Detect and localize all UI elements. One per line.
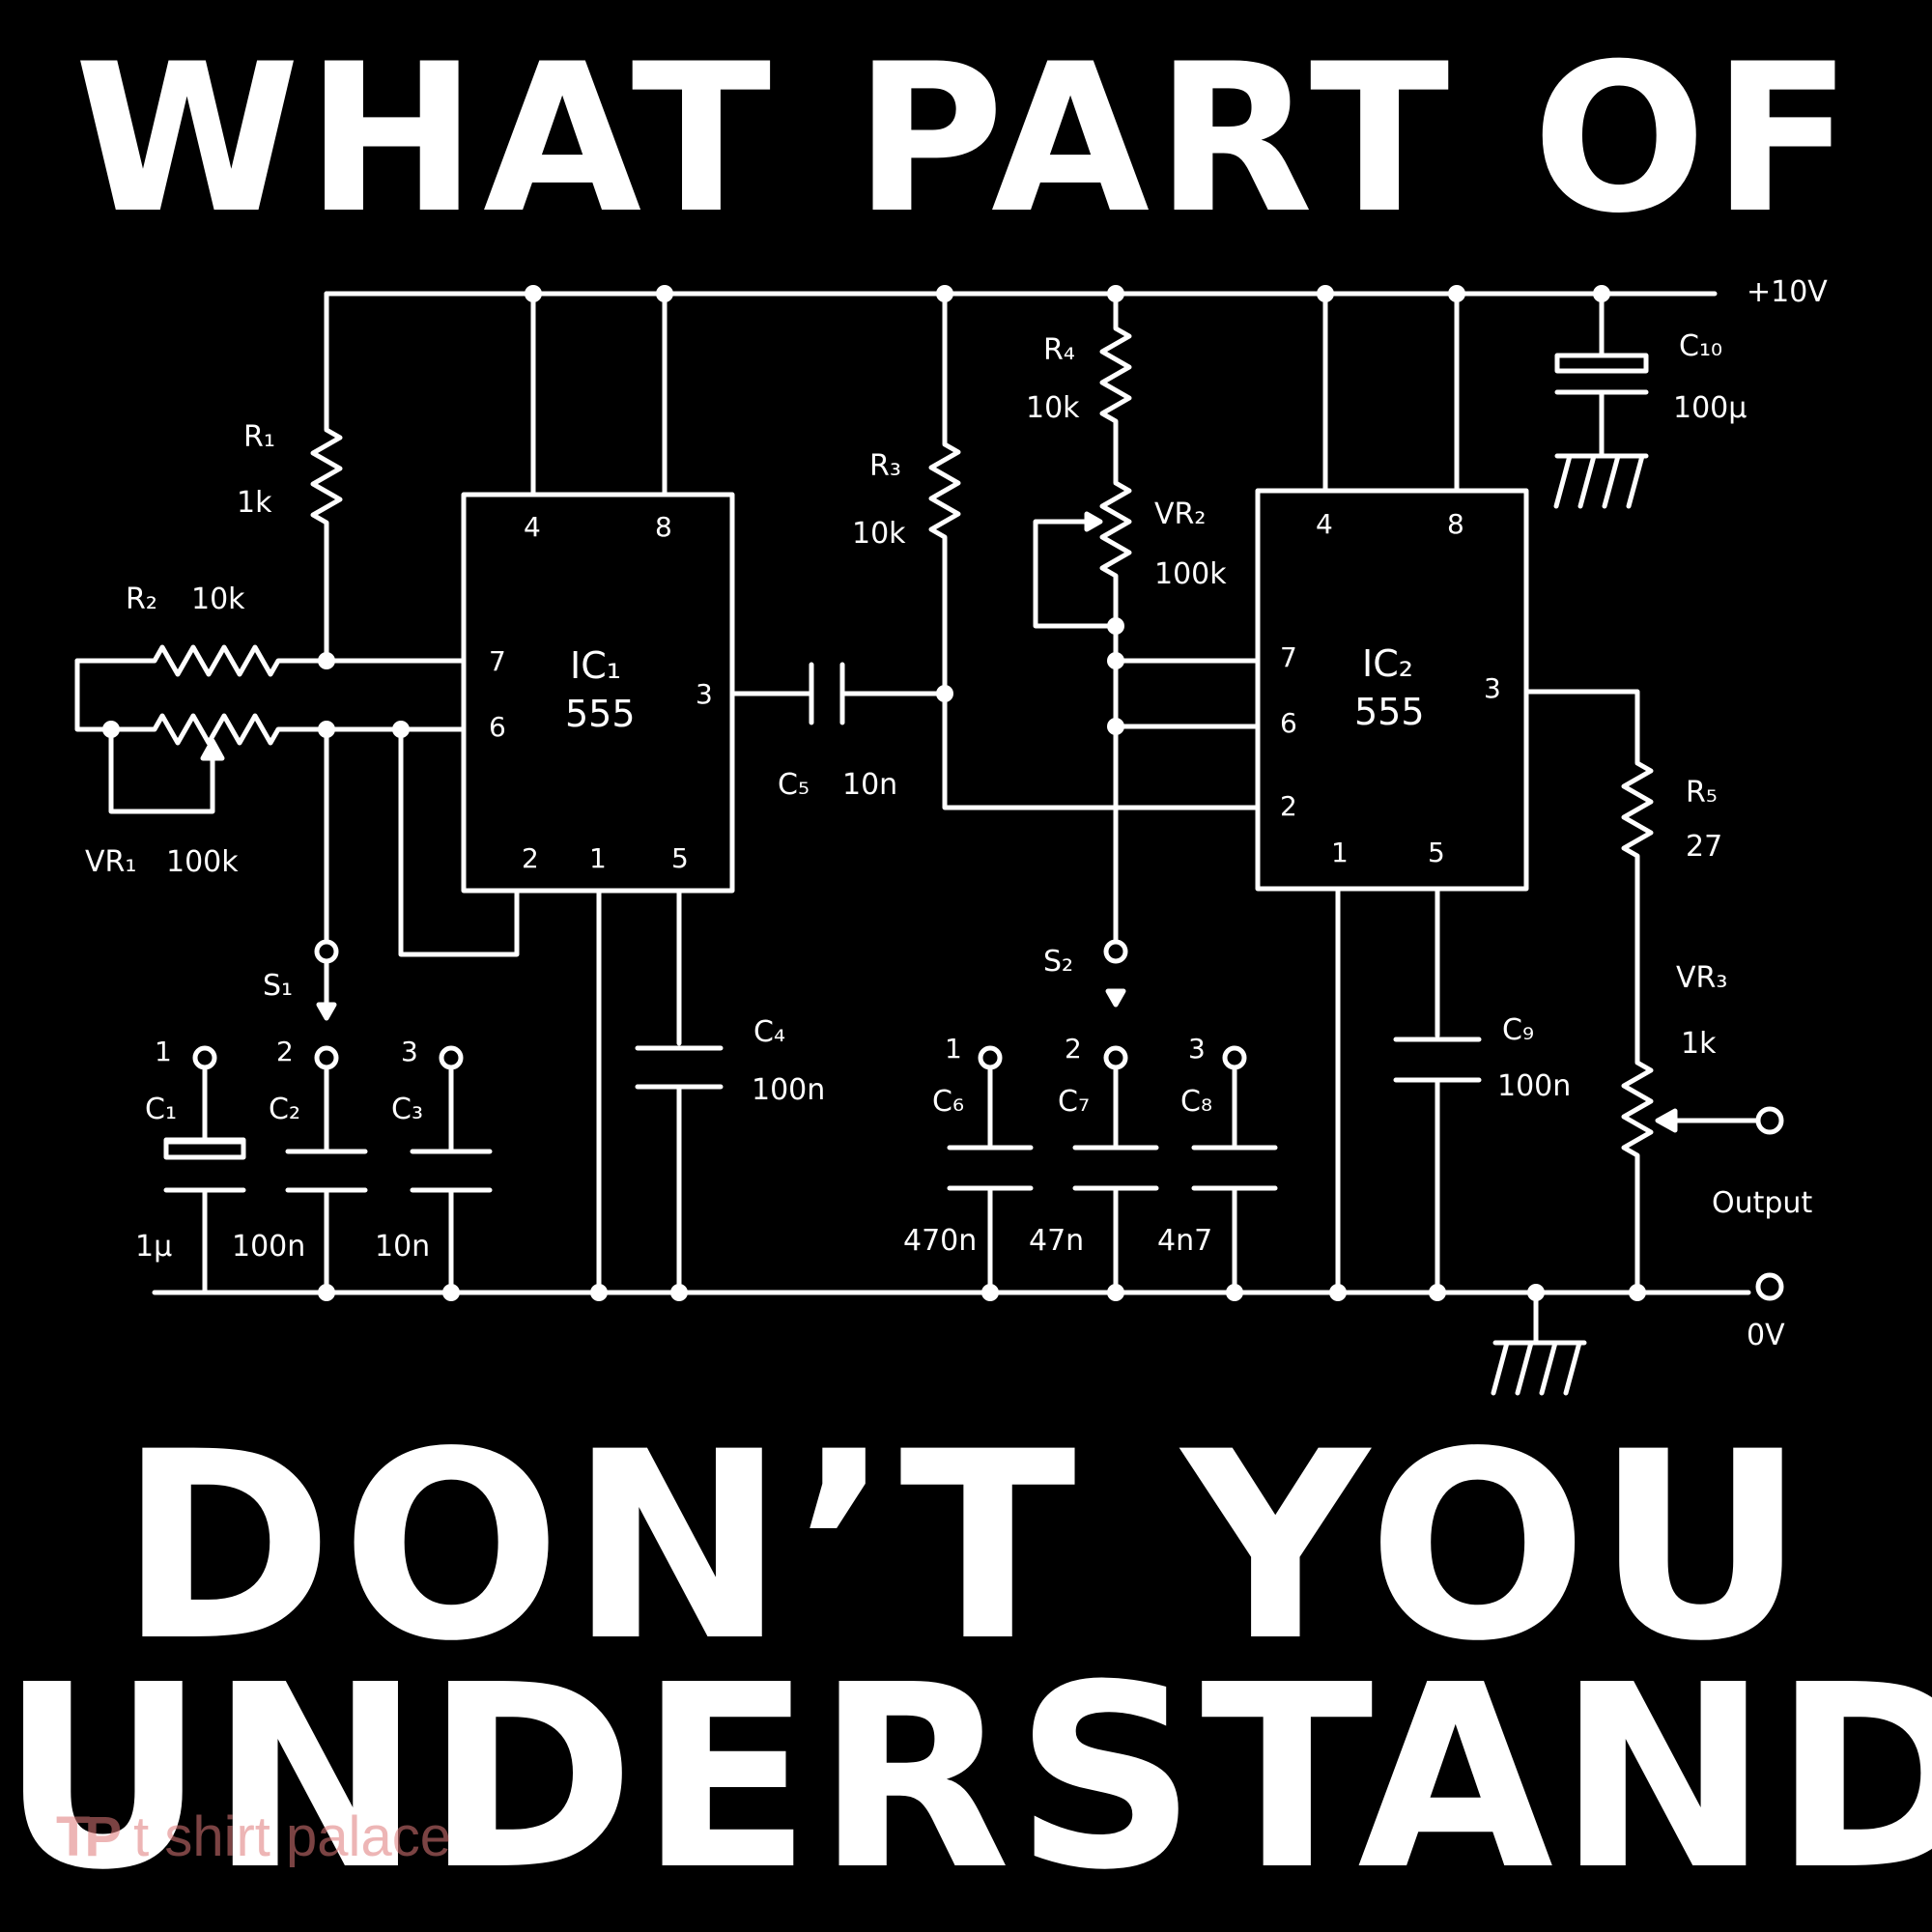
ground-terminal [1755, 1272, 1784, 1301]
r2-value: 10k [191, 582, 245, 616]
resistor-r1 [310, 291, 343, 662]
ic2-pin-8: 8 [1447, 508, 1464, 540]
r4-name: R₄ [1043, 333, 1075, 367]
c2-value: 100n [232, 1230, 305, 1264]
r3-value: 10k [852, 517, 906, 551]
s2-pos-3: 3 [1188, 1033, 1206, 1065]
ic1-pin-7: 7 [489, 645, 506, 677]
c8-value: 4n7 [1157, 1224, 1212, 1258]
c3-name: C₃ [391, 1093, 423, 1126]
ic2-pin-6: 6 [1280, 707, 1297, 739]
r1-name: R₁ [243, 420, 275, 454]
c6-name: C₆ [932, 1085, 964, 1119]
ic2-pin-5: 5 [1428, 837, 1445, 868]
c7-value: 47n [1029, 1224, 1084, 1258]
c10-value: 100μ [1673, 391, 1747, 425]
headline-line-1: WHAT PART OF [73, 19, 1859, 258]
c9-name: C₉ [1502, 1013, 1534, 1047]
ic2-pin-3: 3 [1484, 672, 1501, 704]
s2-pos-1: 1 [945, 1033, 962, 1065]
vr3-value: 1k [1681, 1027, 1717, 1061]
ic1-pin-6: 6 [489, 711, 506, 743]
c7-name: C₇ [1058, 1085, 1090, 1119]
vr1-name: VR₁ [85, 845, 136, 879]
c9-value: 100n [1497, 1069, 1571, 1103]
vr3-name: VR₃ [1676, 961, 1727, 995]
s1-name: S₁ [263, 969, 293, 1003]
resistor-r2 [74, 644, 467, 677]
ic2-name: IC₂ [1362, 642, 1413, 685]
r2-name: R₂ [126, 582, 157, 616]
r1-value: 1k [237, 486, 272, 520]
watermark-text: t shirt palace [133, 1805, 451, 1868]
vr2-name: VR₂ [1154, 497, 1206, 531]
ic1-pin-1: 1 [589, 842, 607, 874]
c8-name: C₈ [1180, 1085, 1212, 1119]
ground-label: 0V [1747, 1319, 1785, 1352]
supply-label: +10V [1747, 275, 1828, 309]
c2-name: C₂ [269, 1093, 300, 1126]
output-terminal [1755, 1106, 1784, 1135]
ic2-pin-4: 4 [1316, 508, 1333, 540]
r5-value: 27 [1686, 830, 1722, 864]
potentiometer-vr1 [74, 658, 467, 746]
output-label: Output [1712, 1186, 1812, 1220]
ic1-name: IC₁ [570, 644, 621, 687]
r3-name: R₃ [869, 449, 901, 483]
s1-pos-1: 1 [155, 1036, 172, 1067]
r4-value: 10k [1026, 391, 1080, 425]
c3-value: 10n [375, 1230, 430, 1264]
c1-value: 1μ [135, 1230, 172, 1264]
c5-value: 10n [842, 768, 897, 802]
s1-pos-3: 3 [401, 1036, 418, 1067]
c4-value: 100n [752, 1073, 825, 1107]
watermark-logo: TP [56, 1805, 122, 1868]
ic2-type: 555 [1354, 691, 1425, 733]
vr2-value: 100k [1154, 557, 1227, 591]
headline-line-2: DON’T YOU [118, 1397, 1814, 1698]
ic1-pin-5: 5 [671, 842, 689, 874]
s1-pos-2: 2 [276, 1036, 294, 1067]
c4-name: C₄ [753, 1015, 785, 1049]
ic2-pin-1: 1 [1331, 837, 1349, 868]
headline-line-3: UNDERSTAND [0, 1631, 1932, 1925]
ic1-pin-3: 3 [696, 678, 713, 710]
vr1-value: 100k [166, 845, 239, 879]
ic1-pin-4: 4 [524, 511, 541, 543]
c10-name: C₁₀ [1679, 329, 1722, 363]
c5-name: C₅ [778, 768, 810, 802]
ic1-pin-2: 2 [522, 842, 539, 874]
r5-name: R₅ [1686, 776, 1718, 810]
ic1-type: 555 [565, 693, 636, 735]
c6-value: 470n [903, 1224, 977, 1258]
s2-pos-2: 2 [1065, 1033, 1082, 1065]
c1-name: C₁ [145, 1093, 177, 1126]
ic2-pin-7: 7 [1280, 641, 1297, 673]
ic1-pin-8: 8 [655, 511, 672, 543]
s2-name: S₂ [1043, 945, 1073, 979]
ic2-pin-2: 2 [1280, 790, 1297, 822]
